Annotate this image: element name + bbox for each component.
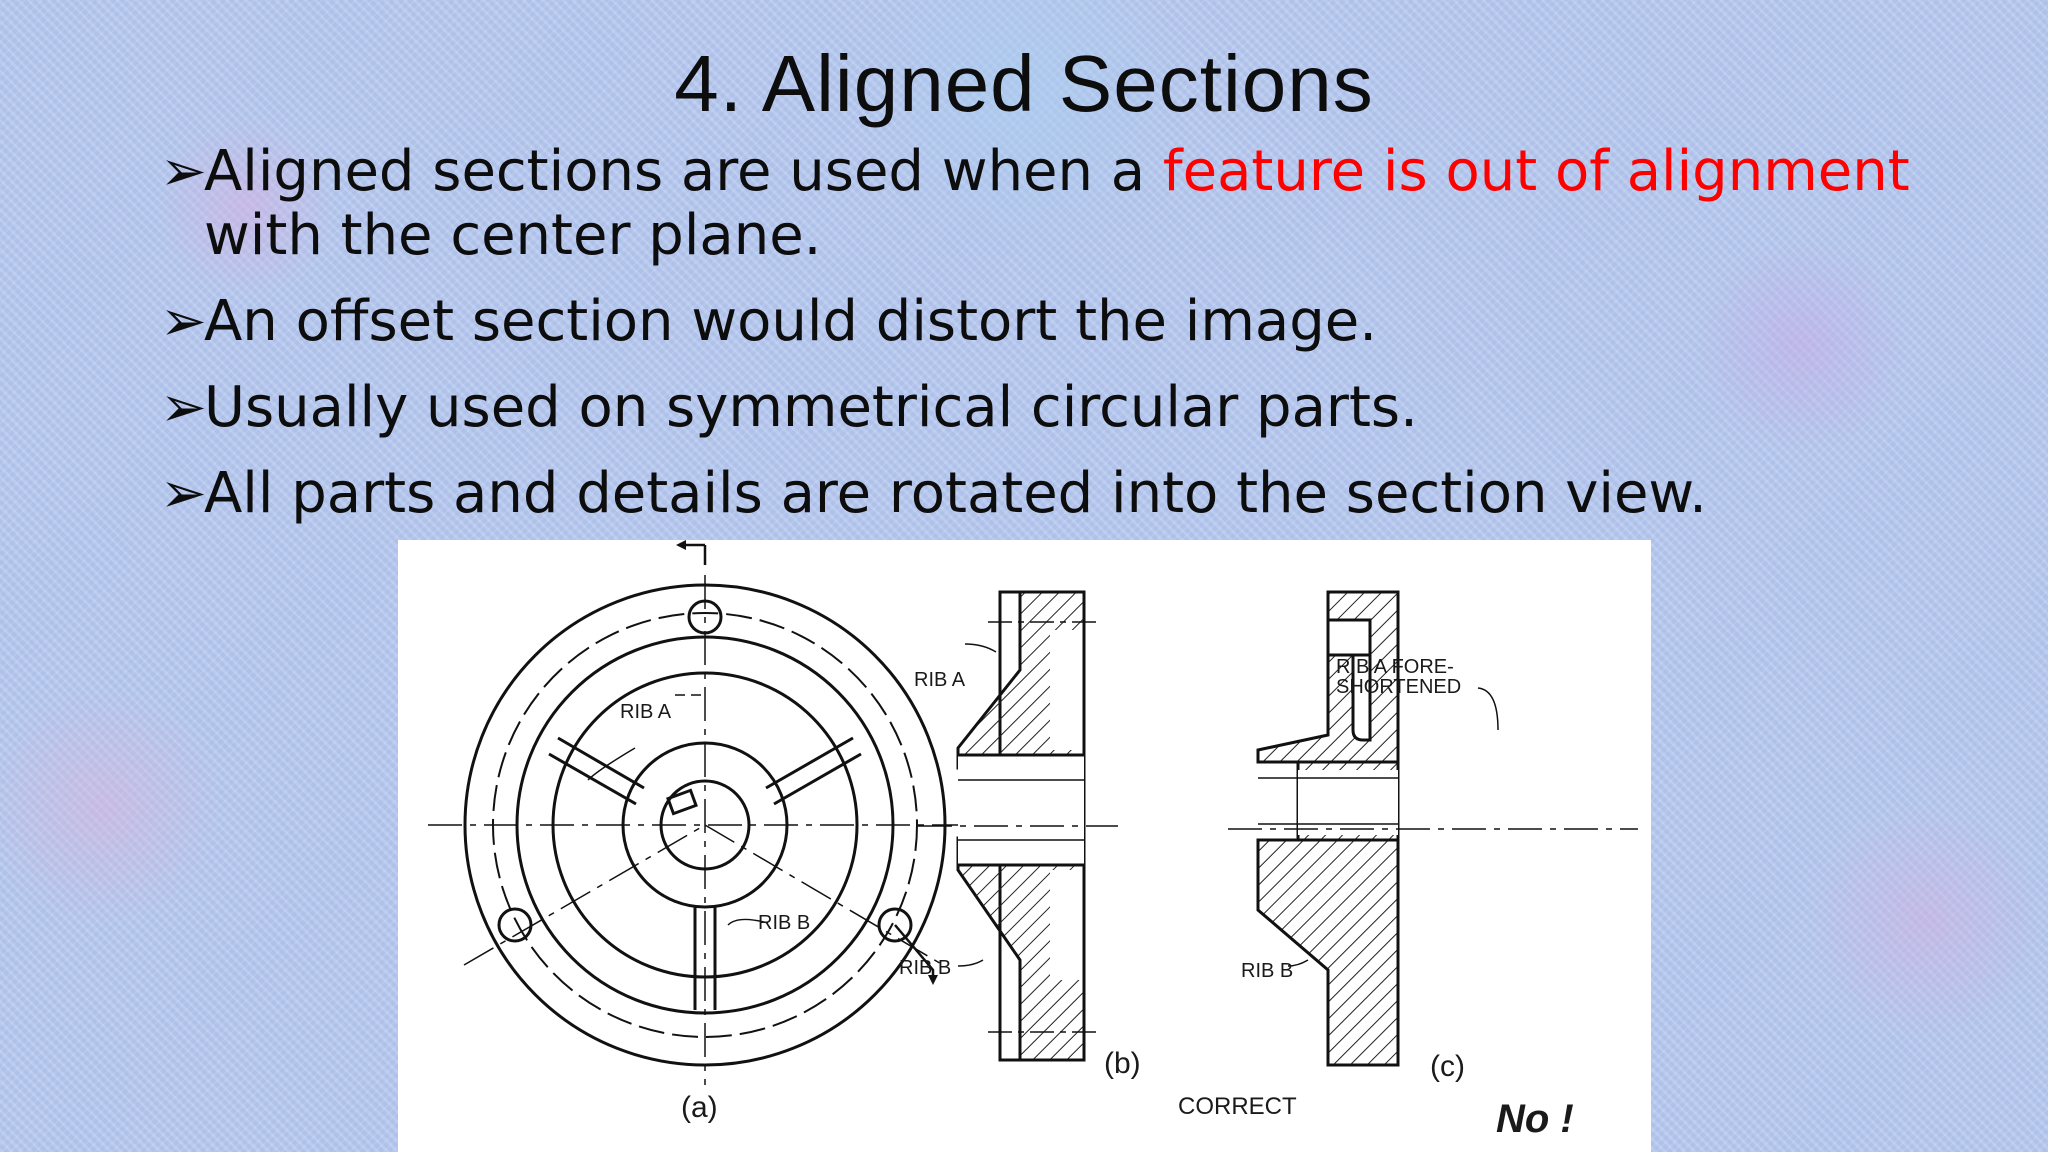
bullet-item: ➢ Aligned sections are used when a featu… [160, 140, 1920, 268]
no-label: No ! [1496, 1097, 1574, 1141]
correct-label: CORRECT [1178, 1093, 1297, 1120]
bullet-text: Usually used on symmetrical circular par… [204, 375, 1418, 440]
caption-a: (a) [681, 1091, 718, 1124]
bullet-highlight: feature is out of alignment [1162, 139, 1910, 204]
bullet-text-continued: with the center plane. [204, 203, 822, 268]
bullet-item: ➢ An offset section would distort the im… [160, 290, 1920, 354]
arrow-bullet-icon: ➢ [160, 139, 207, 204]
view-b-correct-section [918, 590, 1118, 1062]
rib-a-label: RIB A [620, 701, 672, 723]
aligned-section-figure: RIB A RIB B (a) RIB A RIB B (b) CORRECT [398, 540, 1651, 1152]
view-a-front-view [428, 540, 983, 1085]
rib-a-foreshortened-label-1: RIB A FORE- [1336, 656, 1454, 678]
slide-title: 4. Aligned Sections [674, 39, 1374, 128]
rib-a-foreshortened-label-2: SHORTENED [1336, 676, 1461, 698]
arrow-bullet-icon: ➢ [160, 375, 207, 440]
bullet-text: Aligned sections are used when a [204, 139, 1163, 204]
bullet-item: ➢ Usually used on symmetrical circular p… [160, 376, 1920, 440]
caption-c: (c) [1430, 1050, 1465, 1083]
bullet-text: An offset section would distort the imag… [204, 289, 1377, 354]
rib-a-label-b: RIB A [914, 669, 966, 691]
bullet-text: All parts and details are rotated into t… [204, 461, 1707, 526]
rib-b-label: RIB B [758, 912, 810, 934]
rib-b-label-b: RIB B [899, 957, 951, 979]
arrow-bullet-icon: ➢ [160, 461, 207, 526]
bullet-item: ➢ All parts and details are rotated into… [160, 462, 1920, 526]
bullet-list: ➢ Aligned sections are used when a featu… [160, 140, 1920, 548]
arrow-bullet-icon: ➢ [160, 289, 207, 354]
caption-b: (b) [1104, 1047, 1141, 1080]
rib-b-label-c: RIB B [1241, 960, 1293, 982]
figure-drawing: RIB A RIB B (a) RIB A RIB B (b) CORRECT [428, 540, 1638, 1141]
view-c-incorrect-section [1228, 590, 1638, 1067]
